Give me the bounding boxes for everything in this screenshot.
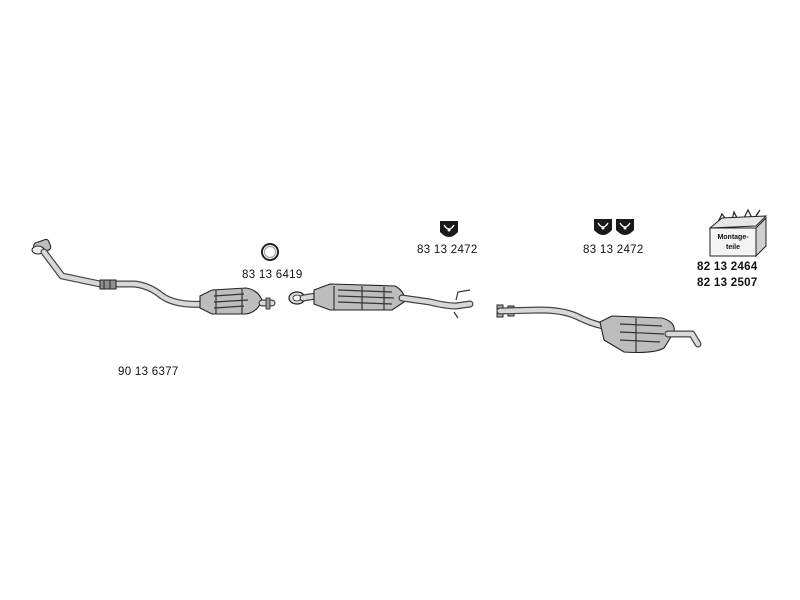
- part-number-gasket: 83 13 6419: [242, 269, 303, 281]
- part-number-front-pipe: 90 13 6377: [118, 366, 179, 378]
- catalytic-converter: [199, 287, 263, 315]
- front-pipe-with-catalytic-converter: [31, 238, 276, 315]
- part-number-mounting-kit-1: 82 13 2464: [697, 261, 758, 273]
- middle-silencer: [288, 283, 474, 319]
- part-number-hanger-rear: 83 13 2472: [583, 244, 644, 256]
- gasket-ring: [261, 243, 279, 261]
- mounting-kit-label-1: Montage-: [717, 234, 749, 241]
- part-number-mounting-kit-2: 82 13 2507: [697, 277, 758, 289]
- rubber-hanger-rear-1: [594, 219, 612, 235]
- rubber-hanger-middle: [440, 221, 458, 237]
- part-number-hanger-middle: 83 13 2472: [417, 244, 478, 256]
- mounting-kit-label-2: teile: [726, 244, 740, 251]
- pipe-clip: [99, 279, 117, 290]
- rubber-hanger-rear-2: [616, 219, 634, 235]
- mounting-kit-box-icon: Montage- teile: [708, 208, 768, 258]
- rear-silencer: [496, 304, 702, 354]
